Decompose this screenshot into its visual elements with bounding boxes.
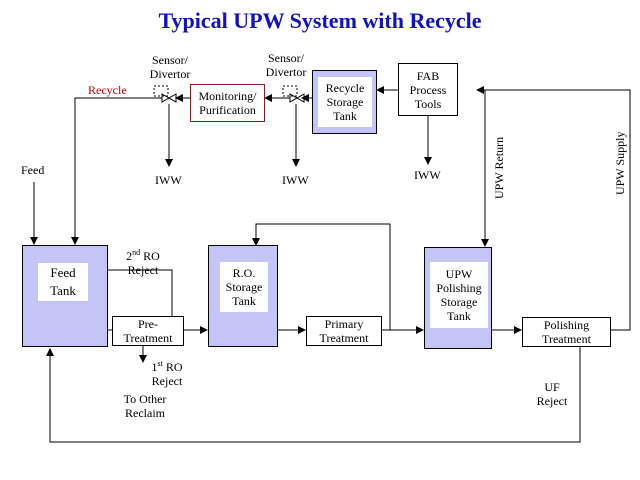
to-other-line1: To Other [123, 392, 167, 406]
to-other-reclaim-label: To Other Reclaim [118, 392, 172, 420]
uf-reject-line1: UF [544, 380, 560, 394]
feed-tank: Feed Tank [22, 245, 108, 347]
recycle-storage-tank: Recycle Storage Tank [312, 70, 377, 134]
polishing-treatment-box: Polishing Treatment [522, 317, 611, 347]
ro2-reject-number: 2 [126, 249, 133, 263]
ro1-reject-number: 1 [151, 360, 158, 374]
sensor2-valve-icon [289, 93, 305, 103]
sensor2-label: Sensor/ Divertor [258, 51, 314, 79]
ro2-reject-label: 2nd RO Reject [118, 246, 168, 277]
recycle-tank-line1: Recycle [325, 81, 365, 95]
monitoring-purification-box: Monitoring/ Purification [190, 84, 265, 122]
iww-label-2: IWW [282, 173, 309, 187]
ro-tank-line1: R.O. [232, 266, 256, 280]
pretreatment-line1: Pre- [138, 317, 158, 331]
upw-return-label: UPW Return [492, 136, 506, 199]
upw-tank-label: UPW Polishing Storage Tank [430, 262, 488, 328]
ro2-reject-ordinal: nd [132, 248, 141, 257]
feed-tank-line1: Feed [50, 265, 76, 280]
fab-process-tools-box: FAB Process Tools [398, 63, 458, 116]
ro-tank-line3: Tank [232, 294, 256, 308]
upw-tank-line3: Storage [440, 295, 478, 309]
ro2-reject-line [95, 266, 173, 316]
primary-line1: Primary [324, 317, 364, 331]
monitoring-line2: Purification [199, 103, 256, 117]
diagram-title: Typical UPW System with Recycle [158, 8, 482, 33]
pretreatment-line2: Treatment [123, 331, 173, 345]
primary-line2: Treatment [319, 331, 369, 345]
ro-loop-line [252, 223, 391, 330]
fab-line3: Tools [414, 96, 442, 111]
fab-line2: Process [409, 82, 447, 97]
fab-line1: FAB [416, 68, 440, 83]
ro1-reject-ordinal: st [157, 359, 163, 368]
recycle-tank-line3: Tank [333, 109, 357, 123]
ro-tank-label: R.O. Storage Tank [220, 262, 268, 312]
sensor2-label-line2: Divertor [265, 65, 307, 79]
recycle-line [71, 97, 162, 245]
ro1-reject-word: Reject [151, 374, 183, 388]
upw-tank-line2: Polishing [436, 281, 482, 295]
sensor1-label-line2: Divertor [149, 67, 191, 81]
uf-reject-line [46, 347, 581, 443]
iww-label-3: IWW [414, 168, 441, 182]
sensor1-valve-icon [161, 93, 177, 103]
polishing-line2: Treatment [542, 332, 591, 346]
upw-polishing-tank: UPW Polishing Storage Tank [424, 247, 492, 349]
sensor1-label-line1: Sensor/ [152, 53, 188, 67]
recycle-tank-line2: Storage [326, 95, 364, 109]
ro1-reject-label: 1st RO Reject [146, 357, 188, 388]
uf-reject-line2: Reject [536, 394, 568, 408]
ro-storage-tank: R.O. Storage Tank [208, 245, 278, 347]
upw-supply-label: UPW Supply [613, 131, 627, 195]
to-other-line2: Reclaim [125, 406, 165, 420]
ro2-reject-word: Reject [127, 263, 159, 277]
feed-tank-label: Feed Tank [38, 263, 88, 301]
uf-reject-label: UF Reject [530, 380, 574, 408]
iww-label-1: IWW [155, 173, 182, 187]
monitoring-line1: Monitoring/ [198, 89, 257, 103]
pretreatment-box: Pre- Treatment [112, 316, 184, 346]
feed-tank-line2: Tank [50, 283, 76, 298]
ro2-reject-ro: RO [140, 249, 160, 263]
polishing-line1: Polishing [543, 318, 590, 332]
primary-treatment-box: Primary Treatment [306, 316, 382, 346]
upw-supply-line [476, 86, 631, 331]
feed-label: Feed [21, 163, 45, 177]
sensor1-indicator [153, 85, 169, 97]
sensor1-label: Sensor/ Divertor [142, 53, 198, 81]
recycle-tank-label: Recycle Storage Tank [318, 77, 372, 127]
ro1-reject-ro: RO [162, 360, 183, 374]
upw-tank-line4: Tank [447, 309, 471, 323]
upw-tank-line1: UPW [445, 267, 473, 281]
recycle-label: Recycle [88, 83, 127, 97]
sensor2-label-line1: Sensor/ [268, 51, 304, 65]
ro-tank-line2: Storage [225, 280, 263, 294]
